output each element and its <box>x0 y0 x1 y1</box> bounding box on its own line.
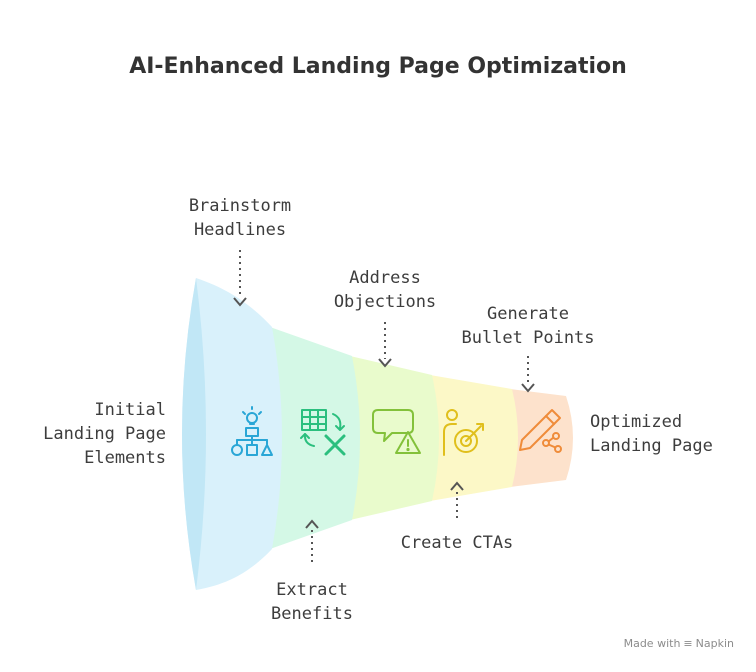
stage-label-extract-benefits: Extract Benefits <box>242 578 382 626</box>
stage-label-brainstorm-headlines: Brainstorm Headlines <box>170 194 310 242</box>
speech-bubble-warning-icon <box>372 409 421 454</box>
spreadsheet-transform-icon <box>300 409 346 456</box>
connector-address <box>378 322 392 368</box>
stage-label-line1: Extract <box>276 580 348 600</box>
stage-label-line1: Create CTAs <box>400 533 514 553</box>
connector-extract <box>305 519 319 565</box>
stage-label-generate-bullet-points: Generate Bullet Points <box>448 302 608 350</box>
pen-share-icon <box>519 409 562 453</box>
output-label-line1: Optimized <box>590 412 683 432</box>
stage-label-line2: Headlines <box>193 220 287 240</box>
stage-label-line2: Benefits <box>271 604 353 624</box>
funnel-segment-brainstorm-headlines <box>182 278 282 590</box>
stage-label-address-objections: Address Objections <box>310 266 460 314</box>
stage-label-line2: Objections <box>333 292 437 312</box>
input-label-line3: Elements <box>84 448 166 468</box>
output-label-line2: Landing Page <box>590 436 713 456</box>
person-target-icon <box>443 409 484 456</box>
funnel-segment-generate-bullet-points <box>510 389 573 487</box>
connector-generate <box>521 356 535 393</box>
output-label: Optimized Landing Page <box>590 410 713 458</box>
funnel-segment-create-ctas <box>430 375 518 501</box>
napkin-logo-icon: ≡ <box>683 637 693 650</box>
funnel-mouth <box>182 278 206 590</box>
input-label-line1: Initial <box>94 400 166 420</box>
connector-brainstorm <box>233 250 247 307</box>
input-label-line2: Landing Page <box>43 424 166 444</box>
napkin-brand-text: Napkin <box>695 637 734 650</box>
diagram-title: AI-Enhanced Landing Page Optimization <box>129 54 627 79</box>
made-with-napkin-footer: Made with≡Napkin <box>624 637 734 650</box>
input-label: Initial Landing Page Elements <box>20 398 166 470</box>
funnel-segment-extract-benefits <box>270 327 360 549</box>
hierarchy-lightbulb-icon <box>231 406 273 456</box>
stage-label-line1: Generate <box>487 304 569 324</box>
stage-label-line2: Bullet Points <box>461 328 595 348</box>
stage-label-line1: Address <box>349 268 421 288</box>
funnel-segment-address-objections <box>350 356 439 520</box>
made-with-text: Made with <box>623 637 681 650</box>
connector-create <box>450 481 464 518</box>
stage-label-line1: Brainstorm <box>188 196 292 216</box>
stage-label-create-ctas: Create CTAs <box>382 531 532 555</box>
